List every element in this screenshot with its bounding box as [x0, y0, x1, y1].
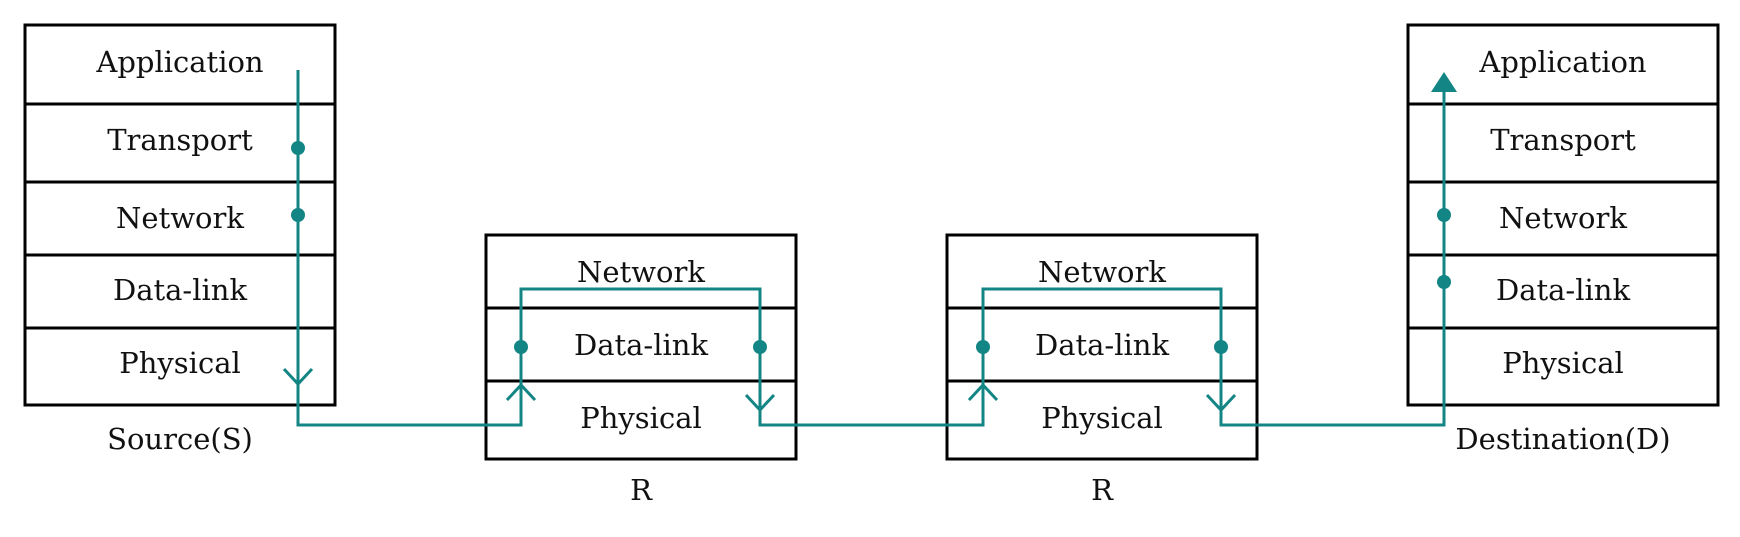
router1-layer-network: Network	[577, 255, 705, 289]
source-layer-data-link: Data-link	[113, 273, 248, 307]
destination-stack: Application Transport Network Data-link …	[1406, 23, 1720, 456]
down-arrow-icon	[1205, 393, 1237, 413]
path-dot	[1214, 340, 1228, 354]
router1-caption: R	[630, 473, 653, 507]
router2-stack: Network Data-link Physical R	[945, 233, 1259, 507]
destination-layer-application: Application	[1478, 45, 1646, 79]
source-layer-network: Network	[116, 201, 244, 235]
router2-layer-network: Network	[1038, 255, 1166, 289]
up-arrow-icon	[505, 382, 537, 402]
source-layer-transport: Transport	[107, 123, 253, 157]
up-arrow-icon	[967, 382, 999, 402]
path-dot	[291, 141, 305, 155]
path-dot	[1437, 208, 1451, 222]
router1-layer-physical: Physical	[580, 401, 702, 435]
router1-stack-box	[484, 233, 798, 461]
path-dot	[291, 208, 305, 222]
router2-caption: R	[1091, 473, 1114, 507]
source-stack-box	[23, 23, 337, 407]
router2-layer-data-link: Data-link	[1035, 328, 1170, 362]
destination-layer-transport: Transport	[1490, 123, 1636, 157]
router1-layer-data-link: Data-link	[574, 328, 709, 362]
source-layer-application: Application	[95, 45, 263, 79]
data-path-line	[296, 70, 1446, 427]
router2-layer-physical: Physical	[1041, 401, 1163, 435]
data-path	[282, 70, 1457, 427]
destination-layer-data-link: Data-link	[1496, 273, 1631, 307]
source-stack: Application Transport Network Data-link …	[23, 23, 337, 456]
router2-stack-box	[945, 233, 1259, 461]
down-arrow-icon	[282, 367, 314, 387]
path-dot	[1437, 275, 1451, 289]
arrowhead-icon	[1431, 72, 1457, 92]
destination-stack-box	[1406, 23, 1720, 407]
destination-layer-physical: Physical	[1502, 346, 1624, 380]
path-dot	[976, 340, 990, 354]
path-dot	[753, 340, 767, 354]
source-caption: Source(S)	[107, 422, 253, 456]
source-layer-physical: Physical	[119, 346, 241, 380]
destination-caption: Destination(D)	[1455, 422, 1670, 456]
path-dot	[514, 340, 528, 354]
destination-layer-network: Network	[1499, 201, 1627, 235]
router1-stack: Network Data-link Physical R	[484, 233, 798, 507]
down-arrow-icon	[744, 393, 776, 413]
